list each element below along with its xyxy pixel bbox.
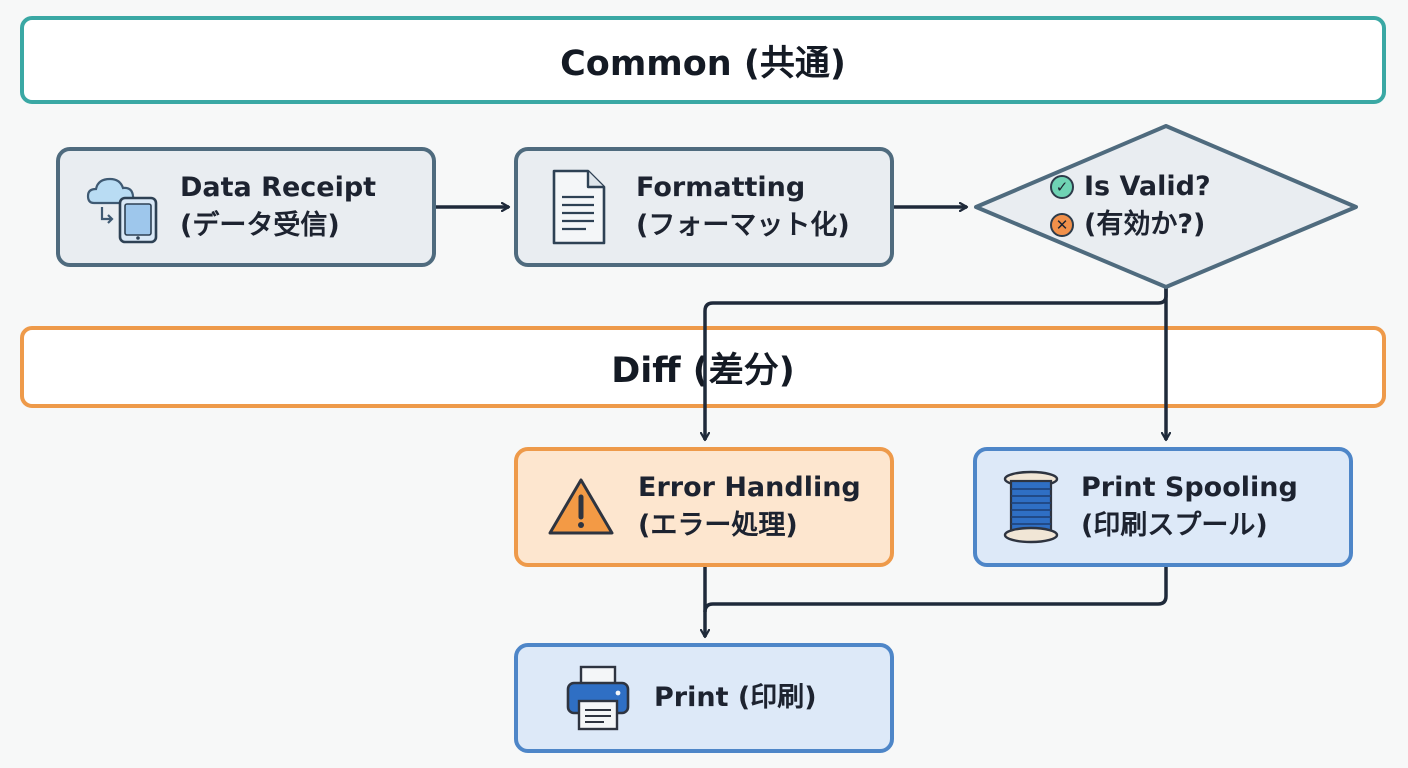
error-handling-node: Error Handling (エラー処理)	[514, 447, 894, 567]
common-band: Common (共通)	[20, 16, 1386, 104]
printer-icon	[564, 663, 632, 733]
document-icon	[548, 167, 610, 247]
formatting-label: Formatting (フォーマット化)	[636, 172, 850, 241]
cloud-to-tablet-icon	[82, 165, 166, 249]
diff-band-label: Diff (差分)	[611, 350, 795, 391]
common-band-label: Common (共通)	[560, 43, 846, 84]
x-circle-icon: ✕	[1050, 213, 1074, 237]
print-node: Print (印刷)	[514, 643, 894, 753]
check-circle-icon: ✓	[1050, 175, 1074, 199]
data-receipt-label: Data Receipt (データ受信)	[180, 172, 377, 241]
is-valid-node: ✓ Is Valid? ✕ (有効か?)	[1050, 168, 1290, 244]
diff-band: Diff (差分)	[20, 326, 1386, 408]
is-valid-line2: (有効か?)	[1084, 209, 1206, 240]
print-spooling-node: Print Spooling (印刷スプール)	[973, 447, 1353, 567]
warning-triangle-icon	[546, 475, 616, 539]
data-receipt-node: Data Receipt (データ受信)	[56, 147, 436, 267]
arrow-valid-to-error	[705, 287, 1168, 440]
error-handling-label: Error Handling (エラー処理)	[638, 472, 861, 541]
formatting-node: Formatting (フォーマット化)	[514, 147, 894, 267]
is-valid-diamond	[974, 124, 1358, 289]
print-label: Print (印刷)	[654, 682, 817, 713]
print-spooling-label: Print Spooling (印刷スプール)	[1081, 472, 1298, 541]
line-spooling-to-print	[703, 567, 1168, 613]
is-valid-line1: Is Valid?	[1084, 171, 1211, 202]
spool-icon	[1001, 469, 1061, 545]
